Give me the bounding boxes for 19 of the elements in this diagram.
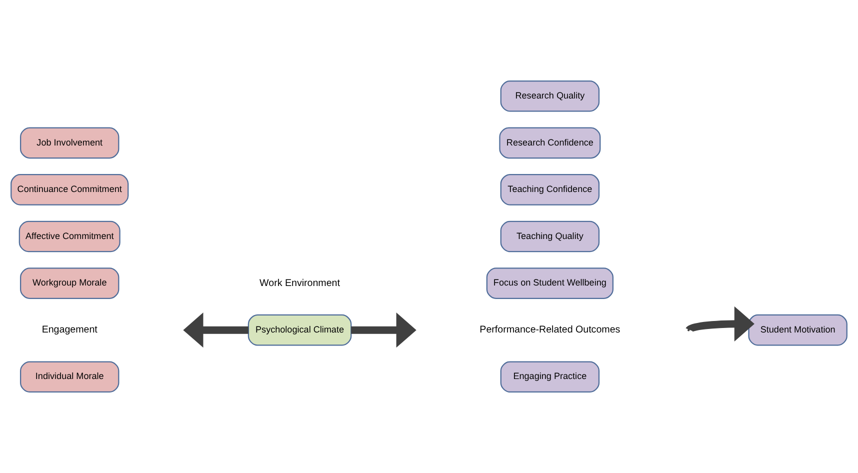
label: Work Environment — [260, 278, 340, 289]
node-box: Teaching Quality — [500, 220, 600, 252]
arrow — [686, 306, 754, 342]
node-box: Job Involvement — [20, 127, 120, 159]
node-box: Psychological Climate — [248, 314, 352, 346]
node-box: Focus on Student Wellbeing — [486, 268, 614, 299]
node-box: Student Motivation — [748, 314, 848, 346]
node-box: Continuance Commitment — [10, 174, 129, 206]
node-box: Research Confidence — [499, 127, 601, 159]
node-box: Teaching Confidence — [500, 174, 600, 206]
label: Performance-Related Outcomes — [480, 324, 620, 336]
arrow — [183, 312, 248, 348]
label: Engagement — [42, 324, 98, 336]
node-box: Individual Morale — [20, 361, 120, 393]
arrow — [351, 312, 416, 348]
node-box: Engaging Practice — [500, 361, 600, 393]
node-box: Workgroup Morale — [20, 268, 120, 299]
node-box: Affective Commitment — [18, 220, 120, 252]
node-box: Research Quality — [500, 80, 600, 112]
